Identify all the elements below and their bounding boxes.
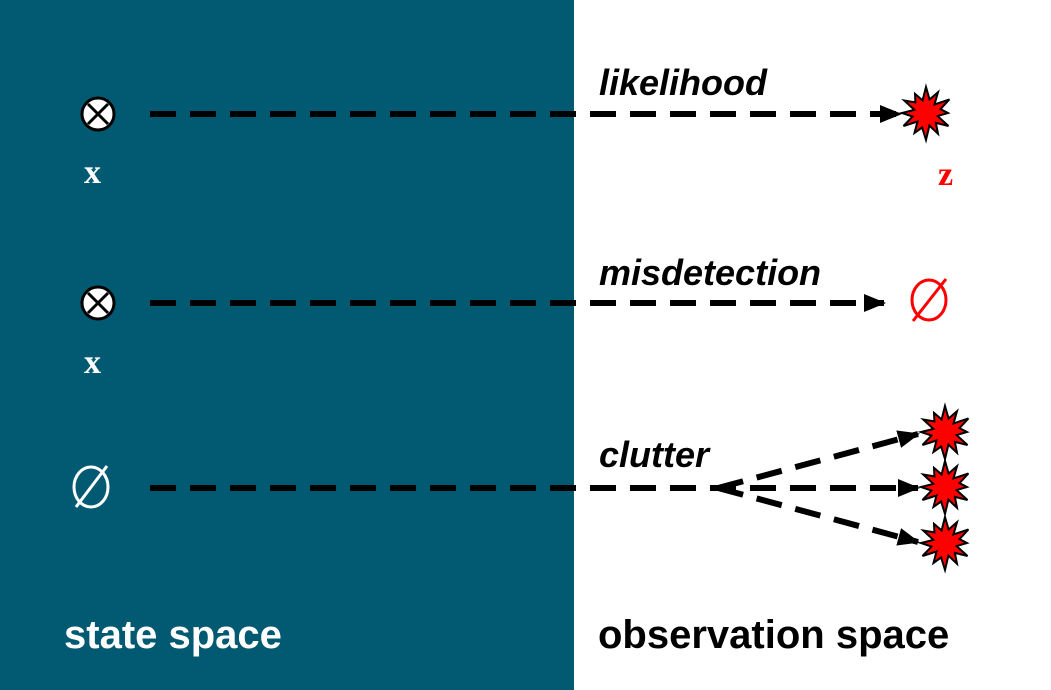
measurement-icon-clutter-2	[917, 457, 970, 518]
misdetection-label: misdetection	[599, 252, 822, 293]
measurement-icon-clutter-1	[917, 402, 970, 463]
state-variable-x-1: x	[84, 154, 101, 191]
measurement-icon-likelihood	[898, 83, 951, 144]
state-space-label: state space	[64, 613, 282, 657]
clutter-label: clutter	[599, 434, 710, 475]
likelihood-label: likelihood	[599, 62, 768, 103]
target-icon-row2	[80, 285, 116, 321]
observation-variable-z: z	[938, 156, 954, 193]
observation-space-label: observation space	[598, 613, 950, 657]
empty-set-icon-state	[72, 465, 110, 509]
measurement-icon-clutter-3	[917, 513, 970, 574]
clutter-arrow-down	[717, 485, 920, 546]
state-variable-x-2: x	[84, 344, 101, 381]
empty-set-icon-observation	[910, 278, 948, 322]
clutter-arrow-up	[717, 430, 920, 491]
target-icon-row1	[80, 96, 116, 132]
